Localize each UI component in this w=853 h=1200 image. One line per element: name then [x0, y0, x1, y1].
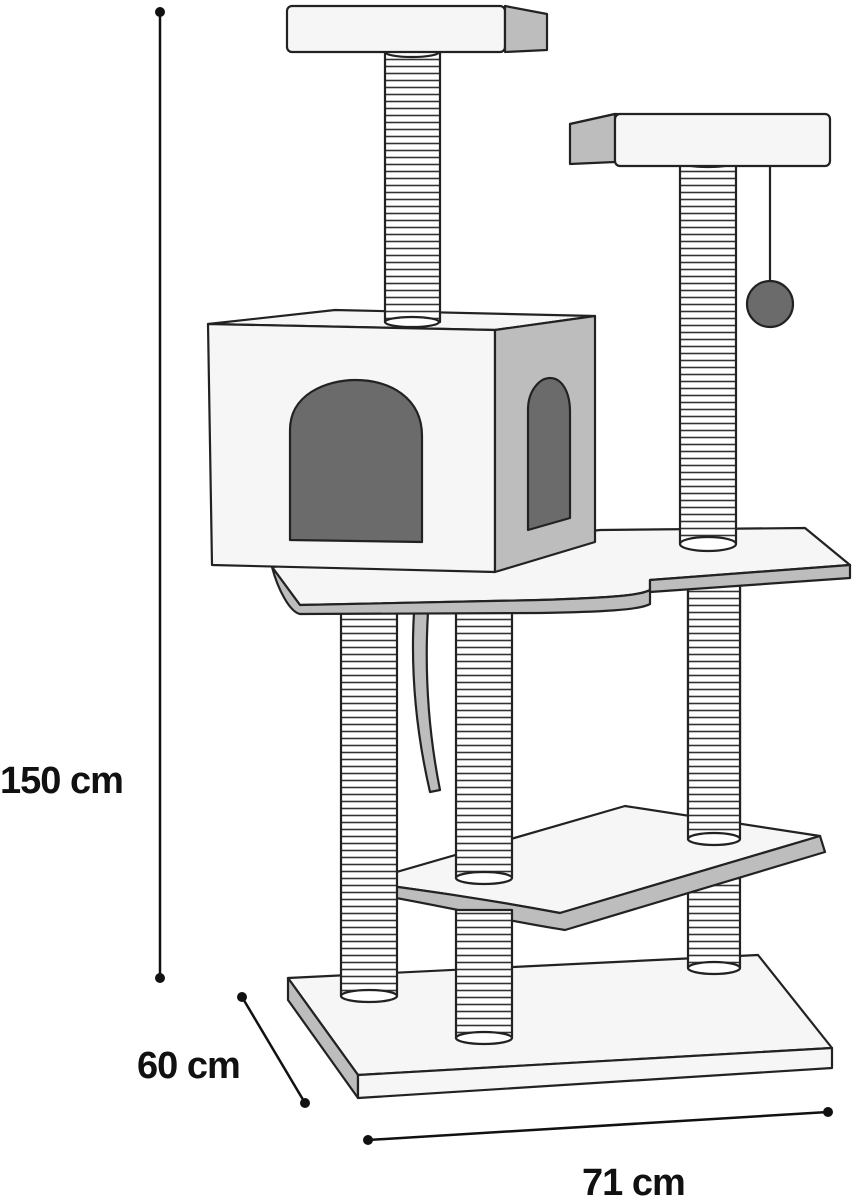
house-side-opening	[526, 376, 572, 532]
depth-label: 60 cm	[137, 1045, 240, 1087]
height-dimension-end-bottom	[155, 973, 165, 983]
left-tall-post	[383, 45, 442, 329]
front-middle-post-lower	[454, 908, 514, 1046]
width-label: 71 cm	[582, 1162, 685, 1200]
width-dimension-end-right	[823, 1107, 833, 1117]
height-dimension-end-top	[155, 7, 165, 17]
front-middle-post-upper	[454, 608, 514, 886]
depth-dimension-end-top	[237, 992, 247, 1002]
height-label: 150 cm	[0, 760, 123, 802]
left-top-platform	[285, 4, 549, 54]
width-dimension-line	[367, 1110, 829, 1142]
right-tall-post	[678, 155, 738, 553]
hanging-rope-toy	[411, 610, 442, 794]
right-top-platform	[568, 112, 832, 168]
base-platform	[286, 953, 834, 1100]
hanging-ball-toy	[745, 279, 795, 329]
width-dimension: 71 cm	[363, 1107, 833, 1200]
middle-platform	[360, 804, 827, 932]
house-front-opening	[288, 378, 424, 544]
depth-dimension: 60 cm	[137, 992, 310, 1108]
height-dimension: 150 cm	[0, 7, 165, 983]
depth-dimension-end-bottom	[300, 1098, 310, 1108]
front-left-post	[339, 610, 399, 1004]
depth-dimension-line	[240, 996, 307, 1104]
width-dimension-end-left	[363, 1135, 373, 1145]
back-right-post-upper-section	[686, 581, 742, 847]
cat-house	[206, 308, 597, 574]
